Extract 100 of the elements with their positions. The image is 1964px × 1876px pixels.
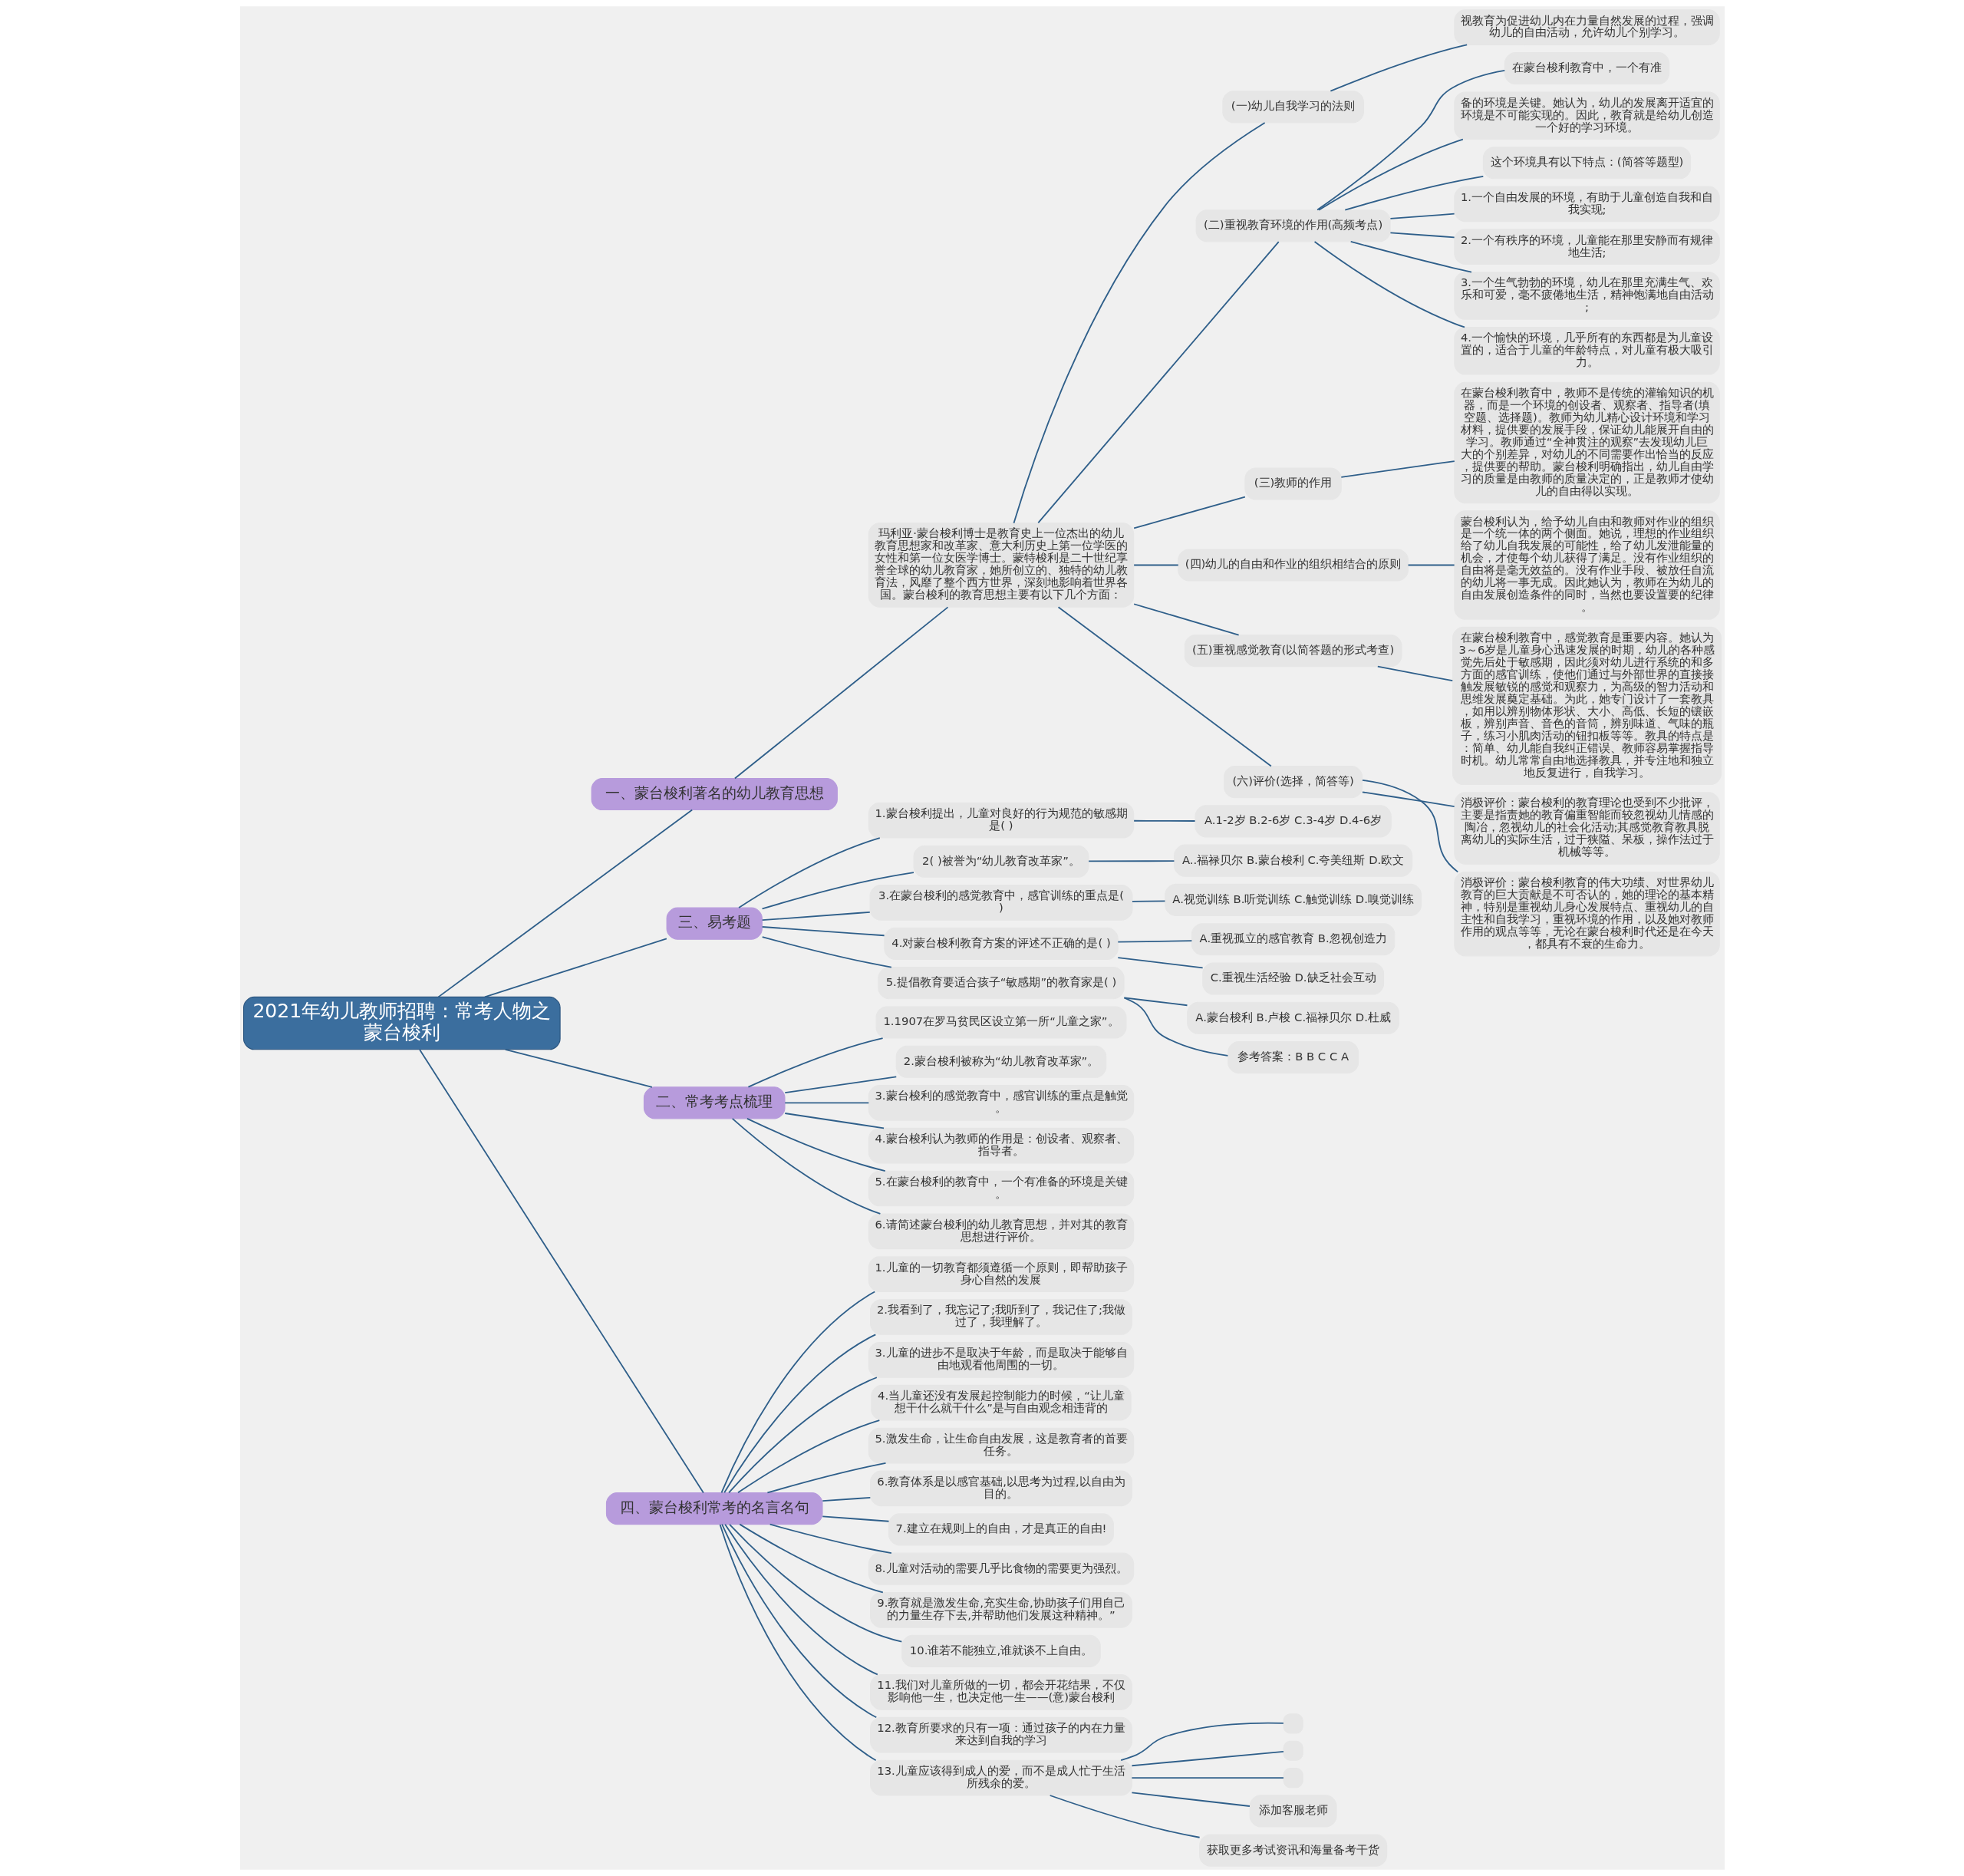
connector bbox=[418, 1049, 704, 1494]
node-box: 4.一个愉快的环境，几乎所有的东西都是为儿童设置的，适合于儿童的年龄特点，对儿童有极大吸引力。 bbox=[1453, 326, 1720, 375]
node-box: 消极评价：蒙台梭利的教育理论也受到不少批评，主要是指责她的教育偏重智能而较忽视幼儿情感的陶冶，忽视幼儿的社会化活动;其感觉教育教具脱离幼儿的实际生活，过于狭隘、呆板，操作法过于机械等等。 bbox=[1453, 792, 1720, 865]
node-box: 玛利亚·蒙台梭利博士是教育史上一位杰出的幼儿教育思想家和改革家、意大利历史上第一位学医的女性和第一位女医学博士。蒙特梭利是二十世纪享誉全球的幼儿教育家，她所创立的、独特的幼儿教育法，风靡了整个西方世界，深刻地影响着世界各国。蒙台梭利的教育思想主要有以下几个方面： bbox=[868, 523, 1134, 608]
node-box: 1.一个自由发展的环境，有助于儿童创造自我和自我实现; bbox=[1453, 186, 1720, 223]
connector bbox=[1349, 240, 1472, 273]
node-box: 11.我们对儿童所做的一切，都会开花结果，不仅影响他一生，也决定他一生——(意)蒙台梭利 bbox=[869, 1674, 1132, 1710]
node-box: 4.当儿童还没有发展起控制能力的时候，“让儿童想干什么就干什么”是与自由观念相违背的 bbox=[870, 1384, 1132, 1421]
node-box: A.重视孤立的感官教育 B.忽视创造力 bbox=[1191, 923, 1395, 956]
node-box: (五)重视感觉教育(以简答题的形式考查) bbox=[1184, 635, 1402, 668]
node-box: 6.教育体系是以感官基础,以思考为过程,以自由为目的。 bbox=[869, 1470, 1132, 1507]
connector bbox=[821, 1496, 871, 1502]
connector bbox=[1313, 241, 1465, 328]
node-box: 备的环境是关键。她认为，幼儿的发展离开适宜的环境是不可能实现的。因此，教育就是给幼儿创造一个好的学习环境。 bbox=[1453, 91, 1720, 140]
connector bbox=[1132, 496, 1246, 529]
node-box: 8.儿童对活动的需要几乎比食物的需要更为强烈。 bbox=[868, 1552, 1134, 1585]
connector bbox=[1013, 122, 1266, 524]
connector bbox=[821, 1515, 889, 1522]
connector bbox=[1389, 213, 1455, 219]
node-box: 3.一个生气勃勃的环境，幼儿在那里充满生气、欢乐和可爱，毫不疲倦地生活，精神饱满地自由活动; bbox=[1453, 272, 1720, 320]
node-box: 5.在蒙台梭利的教育中，一个有准备的环境是关键。 bbox=[868, 1170, 1134, 1207]
node-box: 13.儿童应该得到成人的爱，而不是成人忙于生活所残余的爱。 bbox=[869, 1759, 1132, 1796]
node-box: 在蒙台梭利教育中，教师不是传统的灌输知识的机器，而是一个环境的创设者、观察者、指导者(填空题、选择题)。教师为幼儿精心设计环境和学习材料，提供要的发展手段，保证幼儿能展开自由的学习。教师通过“全神贯注的观察”去发现幼儿巨大的个别差异，对幼儿的不同需要作出恰当的反应，提供要的帮助。蒙台梭利明确指出，幼儿自由学习的质量是由教师的质量决定的，正是教师才使幼儿的自由得以实现。 bbox=[1453, 381, 1720, 504]
connector bbox=[1119, 1722, 1284, 1762]
node-box: 在蒙台梭利教育中，感觉教育是重要内容。她认为3～6岁是儿童身心迅速发展的时期，幼儿的各种感觉先后处于敏感期，因此须对幼儿进行系统的和多方面的感官训练，使他们通过与外部世界的直接接触发展敏锐的感觉和观察力，为高级的智力活动和思维发展奠定基础。为此，她专门设计了一套教具，如用以辨别物体形状、大小、高低、长短的镶嵌板，辨别声音、音色的音筒，辨别味道、气味的瓶子，练习小肌肉活动的钮扣板等等。教具的特点是：简单、幼儿能自我纠正错误、教师容易掌握指导时机。幼儿常常自由地选择教具，并专注地和独立地反复进行，自我学习。 bbox=[1452, 626, 1722, 786]
node-box bbox=[1283, 1767, 1303, 1789]
connector bbox=[736, 1419, 880, 1494]
connector bbox=[783, 1102, 869, 1104]
connector bbox=[1343, 175, 1484, 211]
node-box: A.1-2岁 B.2-6岁 C.3-4岁 D.4-6岁 bbox=[1194, 805, 1392, 838]
node-box: 3.在蒙台梭利的感觉教育中，感官训练的重点是( ) bbox=[869, 885, 1132, 921]
node-box: 这个环境具有以下特点：(简答等题型) bbox=[1482, 147, 1691, 180]
node-box: 1.蒙台梭利提出，儿童对良好的行为规范的敏感期是( ) bbox=[868, 802, 1134, 839]
node-box: A.蒙台梭利 B.卢梭 C.福禄贝尔 D.杜威 bbox=[1186, 1001, 1399, 1034]
connector bbox=[1131, 900, 1165, 902]
node-box: 2.一个有秩序的环境，儿童能在那里安静而有规律地生活; bbox=[1453, 229, 1720, 265]
connector bbox=[761, 911, 871, 922]
node-box: 视教育为促进幼儿内在力量自然发展的过程，强调幼儿的自由活动，允许幼儿个别学习。 bbox=[1453, 9, 1720, 45]
connector bbox=[1036, 241, 1280, 524]
node-box: 6.请简述蒙台梭利的幼儿教育思想，并对其的教育思想进行评价。 bbox=[868, 1213, 1134, 1250]
node-box: A..福禄贝尔 B.蒙台梭利 C.夸美纽斯 D.欧文 bbox=[1173, 844, 1412, 877]
node-box: (三)教师的作用 bbox=[1244, 467, 1342, 500]
node-box: 9.教育就是激发生命,充实生命,协助孩子们用自己的力量生存下去,并帮助他们发展这种精神。” bbox=[869, 1591, 1132, 1628]
node-box: 蒙台梭利认为，给予幼儿自由和教师对作业的组织是一个统一体的两个侧面。她说，理想的作业组织给了幼儿自我发展的可能性，给了幼儿发泄能量的机会，才使每个幼儿获得了满足。没有作业组织的自由将是毫无效益的。没有作业手段、被放任自流的幼儿将一事无成。因此她认为，教师在为幼儿的自由发展创造条件的同时，当然也要设置要的纪律。 bbox=[1453, 510, 1720, 620]
node-box: 12.教育所要求的只有一项：通过孩子的内在力量来达到自我的学习 bbox=[869, 1716, 1132, 1753]
node-box: C.重视生活经验 D.缺乏社会互动 bbox=[1201, 962, 1384, 995]
connector bbox=[1317, 138, 1464, 211]
node-box: 2( )被誉为“幼儿教育改革家”。 bbox=[912, 845, 1089, 878]
connector bbox=[769, 1523, 892, 1555]
connector bbox=[1316, 70, 1505, 211]
node-box: 二、常考考点梳理 bbox=[643, 1086, 786, 1119]
connector bbox=[737, 837, 881, 908]
connector bbox=[761, 926, 885, 937]
connector bbox=[727, 1377, 878, 1494]
node-box: 10.谁若不能独立,谁就谈不上自由。 bbox=[901, 1634, 1101, 1667]
connector bbox=[746, 1118, 886, 1172]
node-box: 消极评价：蒙台梭利教育的伟大功绩、对世界幼儿教育的巨大贡献是不可否认的，她的理论的基本精神，特别是重视幼儿身心发展特点、重视幼儿的自主性和自我学习，重视环境的作用，以及她对教师作用的观点等等，无论在蒙台梭利时代还是在今天，都具有不衰的生命力。 bbox=[1453, 871, 1720, 957]
node-box: 7.建立在规则上的自由，才是真正的自由! bbox=[888, 1513, 1114, 1546]
node-box: 添加客服老师 bbox=[1249, 1795, 1337, 1828]
connector bbox=[1376, 665, 1453, 681]
connector bbox=[504, 1048, 653, 1088]
node-box: 三、易考题 bbox=[666, 907, 763, 940]
node-box bbox=[1283, 1740, 1303, 1761]
connector bbox=[720, 1291, 875, 1494]
node-box: 2.我看到了，我忘记了;我听到了，我记住了;我做过了，我理解了。 bbox=[869, 1299, 1132, 1335]
node-box: 1.1907在罗马贫民区设立第一所“儿童之家”。 bbox=[875, 1006, 1127, 1039]
node-box: 1.儿童的一切教育都须遵循一个原则，即帮助孩子身心自然的发展 bbox=[868, 1256, 1134, 1293]
node-box: 5.激发生命，让生命自由发展，这是教育者的首要任务。 bbox=[868, 1427, 1134, 1464]
node-box: 参考答案：B B C C A bbox=[1227, 1040, 1359, 1074]
node-box: 获取更多考试资讯和海量备考干货 bbox=[1198, 1834, 1387, 1867]
connector bbox=[783, 1113, 885, 1129]
node-box: (二)重视教育环境的作用(高频考点) bbox=[1195, 209, 1391, 242]
node-box: 4.蒙台梭利认为教师的作用是：创设者、观察者、指导者。 bbox=[868, 1127, 1134, 1164]
connector bbox=[1049, 1795, 1200, 1838]
node-box: 一、蒙台梭利著名的幼儿教育思想 bbox=[591, 777, 838, 811]
connector bbox=[1116, 940, 1192, 943]
node-box: (六)评价(选择，简答等) bbox=[1223, 766, 1363, 799]
connector bbox=[437, 809, 693, 998]
node-box: 2021年幼儿教师招聘：常考人物之蒙台梭利 bbox=[242, 996, 561, 1050]
connector bbox=[1389, 232, 1455, 239]
node-box: 在蒙台梭利教育中，一个有准 bbox=[1504, 52, 1669, 85]
node-box: 3.蒙台梭利的感觉教育中，感官训练的重点是触觉。 bbox=[868, 1084, 1134, 1121]
connector bbox=[1131, 1777, 1284, 1779]
connector bbox=[1132, 564, 1179, 566]
node-box: (四)幼儿的自由和作业的组织相结合的原则 bbox=[1177, 549, 1409, 582]
node-box: 2.蒙台梭利被称为“幼儿教育改革家”。 bbox=[895, 1045, 1106, 1078]
connector bbox=[1132, 819, 1195, 822]
connector bbox=[719, 1524, 877, 1762]
connector bbox=[720, 1523, 877, 1719]
connector bbox=[766, 1462, 886, 1494]
connector bbox=[733, 606, 948, 780]
connector bbox=[1131, 1750, 1284, 1767]
connector bbox=[1116, 957, 1204, 969]
connector bbox=[723, 1523, 878, 1676]
connector bbox=[747, 1037, 883, 1088]
connector bbox=[1122, 997, 1228, 1057]
connector bbox=[731, 1118, 881, 1215]
connector bbox=[783, 1076, 897, 1094]
node-box: 3.儿童的进步不是取决于年龄，而是取决于能够自由地观看他周围的一切。 bbox=[868, 1342, 1134, 1378]
connector bbox=[1361, 780, 1458, 873]
